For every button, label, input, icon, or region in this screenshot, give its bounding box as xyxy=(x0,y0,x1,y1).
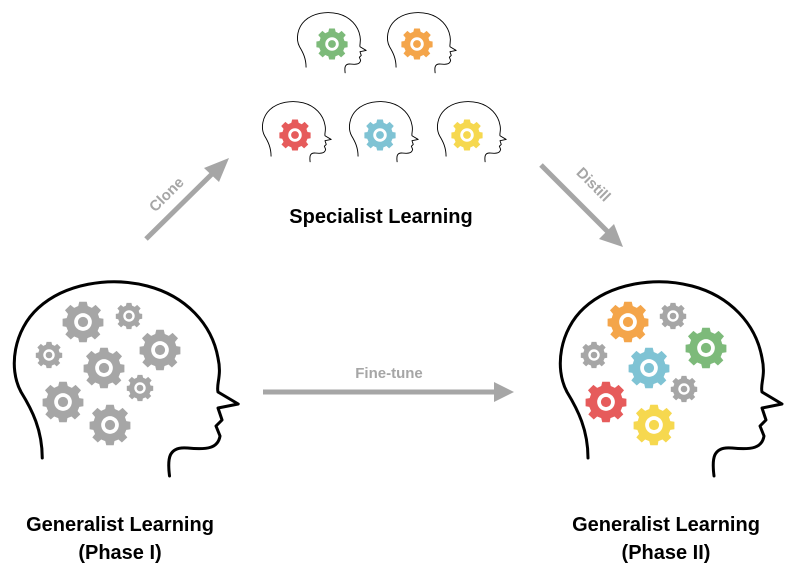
gear-icon xyxy=(89,404,131,446)
gear-icon xyxy=(580,341,608,369)
distill-arrow xyxy=(539,163,623,247)
gear-icon xyxy=(42,381,84,423)
finetune-arrow xyxy=(263,382,514,402)
gear-icon xyxy=(659,302,687,330)
clone-arrow-label: Clone xyxy=(146,174,187,215)
gear-icon xyxy=(670,375,698,403)
gear-icon xyxy=(364,119,396,151)
gear-icon xyxy=(35,341,63,369)
gear-icon xyxy=(585,381,627,423)
gear-icon xyxy=(628,347,670,389)
gear-icon xyxy=(83,347,125,389)
gear-icon xyxy=(115,302,143,330)
gear-icon xyxy=(279,119,311,151)
clone-arrow xyxy=(144,158,229,241)
specialist-learning-label: Specialist Learning xyxy=(289,206,472,228)
gear-icon xyxy=(607,301,649,343)
gear-icon xyxy=(451,119,483,151)
gear-icon xyxy=(685,327,727,369)
generalist-phase1-label-line2: (Phase I) xyxy=(78,542,161,564)
finetune-arrow-label: Fine-tune xyxy=(355,365,423,382)
generalist-phase2-label-line2: (Phase II) xyxy=(622,542,711,564)
gear-icon xyxy=(633,404,675,446)
gear-icon xyxy=(316,28,348,60)
gear-icon xyxy=(401,28,433,60)
generalist-phase1-label-line1: Generalist Learning xyxy=(26,514,214,536)
gear-icon xyxy=(62,301,104,343)
distill-arrow-label: Distill xyxy=(573,164,614,205)
gear-icon xyxy=(126,374,154,402)
generalist-phase2-label-line1: Generalist Learning xyxy=(572,514,760,536)
gear-icon xyxy=(139,329,181,371)
